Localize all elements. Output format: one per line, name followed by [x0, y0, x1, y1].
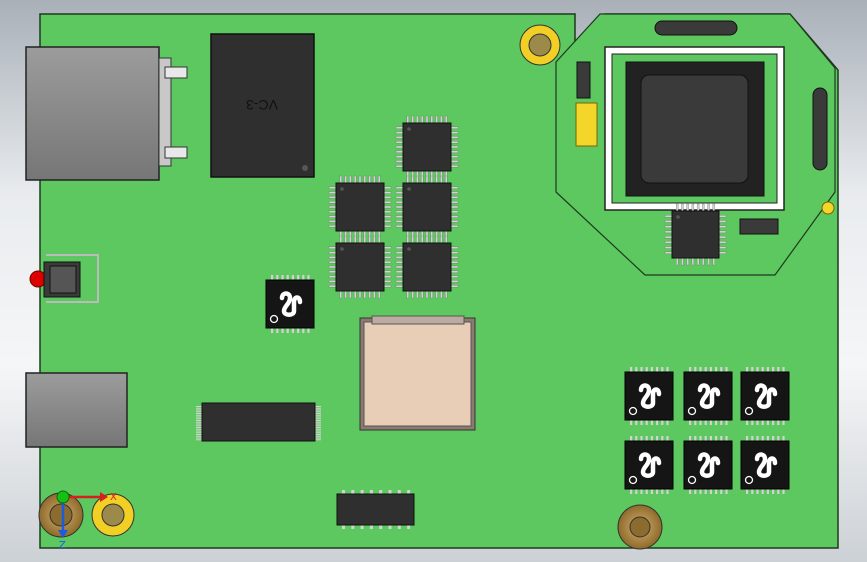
sensor-chip-6: [683, 436, 733, 494]
sensor-chip-group: [265, 275, 790, 494]
qfp-chip-2: [328, 175, 392, 239]
module-slot-right: [812, 87, 828, 171]
qfp-chip-5: [395, 235, 459, 299]
qfp-chip-4: [328, 235, 392, 299]
sensor-chip-5: [624, 436, 674, 494]
sensor-chip-7: [740, 436, 790, 494]
mounting-hole-bottom-right: [617, 504, 663, 550]
mounting-hole-bottom-mid: [91, 493, 135, 537]
sensor-chip-3: [683, 367, 733, 425]
tssop-chip: [196, 402, 321, 442]
plcc-socket: [359, 315, 476, 431]
axis-triad: X Z: [56, 490, 117, 551]
usb-connector-top: [25, 46, 188, 181]
tactile-switch: [29, 254, 99, 303]
yellow-capacitor: [575, 102, 598, 147]
axis-z-label: Z: [59, 540, 66, 551]
sensor-chip-1: [265, 275, 315, 333]
usb-connector-bottom: [25, 372, 128, 448]
module-qfn-chip: [664, 203, 727, 266]
sensor-chip-4: [740, 367, 790, 425]
module-small-part: [576, 61, 591, 99]
main-ic-package: VC-3: [210, 33, 315, 178]
axis-origin: [56, 490, 70, 504]
mounting-hole-top: [519, 24, 561, 66]
module-qfn-body: [664, 203, 727, 266]
module-sot-part: [739, 218, 779, 235]
qfp-chip-group: [328, 115, 459, 299]
module-slot-top: [654, 20, 738, 36]
display-frame: [604, 46, 785, 211]
ic-marking-text: VC-3: [246, 97, 278, 113]
soic-chip: [336, 490, 415, 529]
qfp-chip-1: [395, 115, 459, 179]
sensor-chip-2: [624, 367, 674, 425]
mounting-hole-bottom-left: [38, 492, 84, 538]
axis-x-label: X: [110, 492, 117, 503]
fiducial-dot: [821, 201, 835, 215]
qfp-chip-3: [395, 175, 459, 239]
